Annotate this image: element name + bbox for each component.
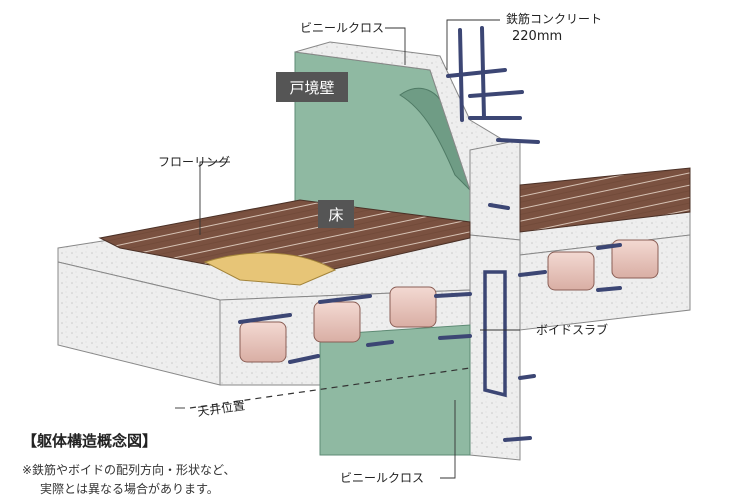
rebars xyxy=(238,26,622,442)
unit-wall-tag: 戸境壁 xyxy=(289,79,334,97)
leader-vinyl-bottom xyxy=(440,400,456,479)
void-block xyxy=(389,286,437,328)
leader-rebar-concrete xyxy=(446,19,500,70)
floor-tag-bg xyxy=(318,200,354,228)
label-flooring: フローリング xyxy=(158,155,230,169)
label-rebar-thickness: 220mm xyxy=(512,29,562,44)
void-block xyxy=(313,301,361,343)
floor-tag: 床 xyxy=(328,206,343,224)
leader-flooring xyxy=(199,161,230,235)
caption-title: 【躯体構造概念図】 xyxy=(22,432,157,450)
label-vinyl-cloth-bottom: ビニールクロス xyxy=(340,471,424,485)
caption-note-line2: 実際とは異なる場合があります。 xyxy=(40,481,219,496)
label-ceiling-position: 天井位置 xyxy=(196,397,246,419)
ceiling-dashed-line xyxy=(189,367,471,409)
leader-vinyl-top xyxy=(385,27,406,65)
void-blocks-left xyxy=(239,286,437,363)
unit-wall-tag-bg xyxy=(276,72,348,102)
lower-wall-concrete xyxy=(469,234,521,461)
void-block xyxy=(239,321,287,363)
label-vinyl-cloth-top: ビニールクロス xyxy=(300,21,384,35)
cloth-curl xyxy=(399,87,471,191)
label-void-slab: ボイドスラブ xyxy=(536,322,608,337)
void-block xyxy=(611,239,659,279)
caption-note-line1: ※鉄筋やボイドの配列方向・形状など、 xyxy=(22,462,235,477)
void-blocks-right xyxy=(547,239,659,291)
wall-side-concrete xyxy=(469,139,521,241)
lower-wall-cloth xyxy=(319,324,471,456)
void-block xyxy=(547,251,595,291)
flooring-right xyxy=(519,167,691,233)
label-rebar-concrete: 鉄筋コンクリート xyxy=(506,11,602,26)
insulation-layer xyxy=(203,252,337,286)
